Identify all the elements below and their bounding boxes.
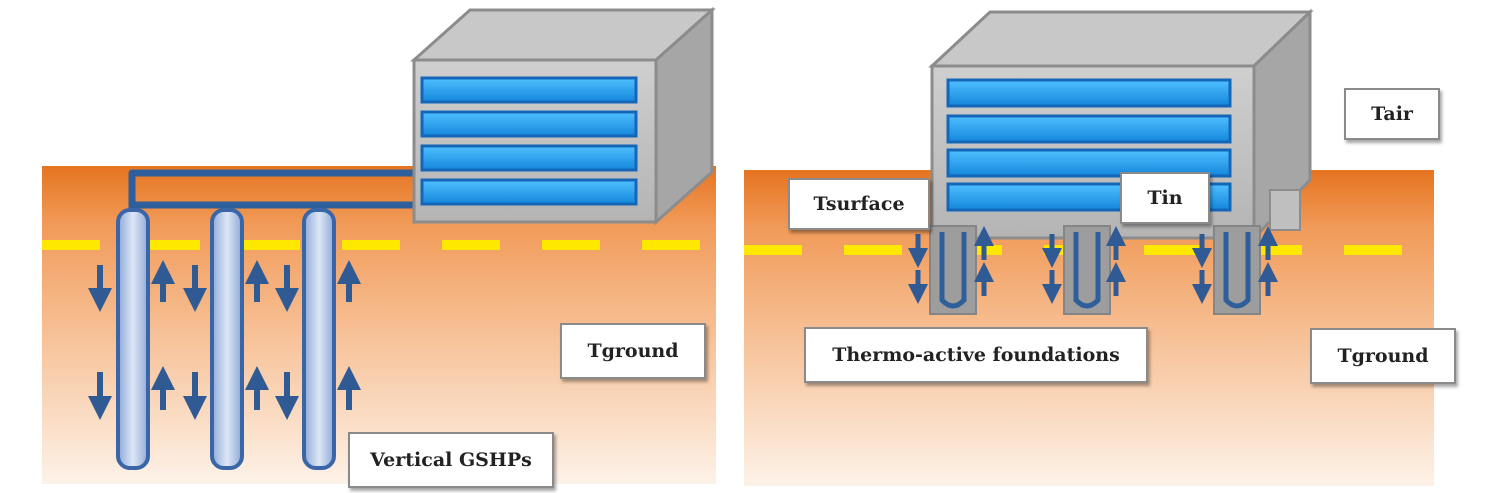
gshp-pipe-3 (302, 208, 336, 470)
foundation-pile-2 (1063, 225, 1111, 315)
label-tin: Tin (1120, 172, 1210, 224)
label-tair: Tair (1344, 88, 1440, 140)
gshp-pipe-2 (210, 208, 244, 470)
left-panel (42, 6, 716, 484)
label-tsurface: Tsurface (788, 178, 930, 230)
label-vertical-gshps: Vertical GSHPs (348, 432, 554, 488)
foundation-pile-1 (929, 225, 977, 315)
flow-arrows-left (88, 260, 361, 420)
label-tground-right: Tground (1310, 328, 1456, 384)
label-tground-left: Tground (560, 323, 706, 379)
flow-arrows-right (908, 226, 1278, 304)
building-left (410, 6, 716, 226)
label-thermo-active-foundations: Thermo-active foundations (804, 327, 1148, 383)
gshp-pipe-1 (116, 208, 150, 470)
right-panel (744, 8, 1434, 486)
foundation-pile-3 (1213, 225, 1261, 315)
